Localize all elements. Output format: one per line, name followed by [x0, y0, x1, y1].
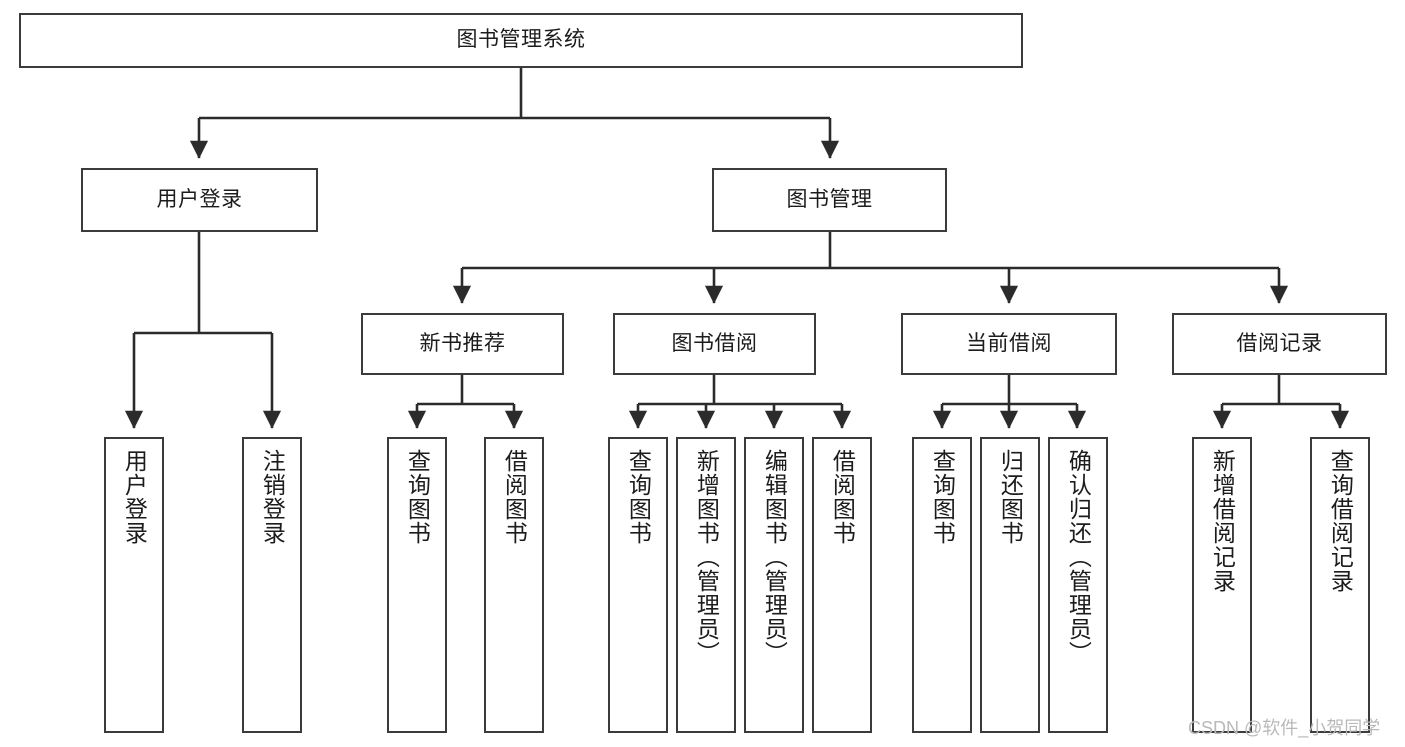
node-new-book-recommend[interactable]: 新书推荐: [361, 313, 564, 375]
leaf-record-add-record[interactable]: 新增借阅记录: [1192, 437, 1252, 733]
node-label: 借阅图书: [501, 449, 528, 545]
node-book-borrow[interactable]: 图书借阅: [613, 313, 816, 375]
node-label: 用户登录: [156, 187, 243, 211]
node-label: 新书推荐: [419, 331, 506, 355]
node-current-borrow[interactable]: 当前借阅: [901, 313, 1117, 375]
node-label: 查询图书: [929, 449, 956, 545]
node-label: 图书管理: [786, 187, 873, 211]
node-label: 当前借阅: [966, 331, 1052, 355]
node-label: 借阅记录: [1236, 331, 1323, 355]
node-label: 注销登录: [259, 449, 286, 545]
node-label: 新增图书（管理员）: [693, 449, 720, 665]
leaf-recommend-query-book[interactable]: 查询图书: [387, 437, 447, 733]
node-label: 确认归还（管理员）: [1065, 449, 1092, 665]
leaf-user-login-login[interactable]: 用户登录: [104, 437, 164, 733]
node-label: 查询借阅记录: [1327, 449, 1354, 593]
node-label: 图书借阅: [671, 331, 758, 355]
leaf-borrow-edit-book-admin[interactable]: 编辑图书（管理员）: [744, 437, 804, 733]
leaf-record-query-record[interactable]: 查询借阅记录: [1310, 437, 1370, 733]
leaf-borrow-add-book-admin[interactable]: 新增图书（管理员）: [676, 437, 736, 733]
node-label: 借阅图书: [829, 449, 856, 545]
node-label: 归还图书: [997, 449, 1024, 545]
leaf-borrow-borrow-book[interactable]: 借阅图书: [812, 437, 872, 733]
leaf-current-confirm-return-admin[interactable]: 确认归还（管理员）: [1048, 437, 1108, 733]
leaf-current-query-book[interactable]: 查询图书: [912, 437, 972, 733]
leaf-borrow-query-book[interactable]: 查询图书: [608, 437, 668, 733]
leaf-recommend-borrow-book[interactable]: 借阅图书: [484, 437, 544, 733]
node-label: 编辑图书（管理员）: [761, 449, 788, 665]
node-label: 查询图书: [625, 449, 652, 545]
node-label: 用户登录: [121, 449, 148, 545]
node-root-system[interactable]: 图书管理系统: [19, 13, 1023, 68]
leaf-current-return-book[interactable]: 归还图书: [980, 437, 1040, 733]
node-label: 图书管理系统: [456, 28, 586, 52]
node-label: 查询图书: [404, 449, 431, 545]
watermark-text: CSDN @软件_小贺同学: [1188, 718, 1381, 738]
node-book-management[interactable]: 图书管理: [712, 168, 947, 232]
node-user-login[interactable]: 用户登录: [81, 168, 318, 232]
leaf-user-login-logout[interactable]: 注销登录: [242, 437, 302, 733]
node-label: 新增借阅记录: [1209, 449, 1236, 593]
node-borrow-record[interactable]: 借阅记录: [1172, 313, 1387, 375]
